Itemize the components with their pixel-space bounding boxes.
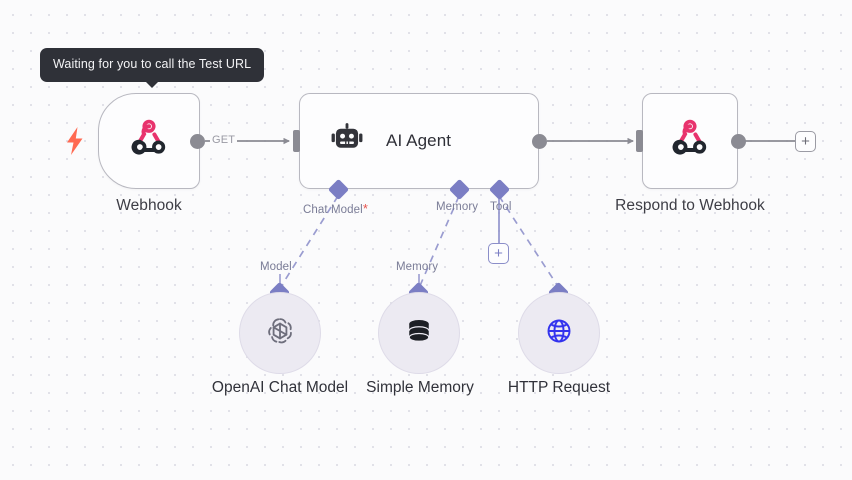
port-label-chat-model: Chat Model* (303, 201, 368, 216)
node-title-openai-chat-model: OpenAI Chat Model (211, 379, 349, 396)
port-label-tool: Tool (490, 201, 512, 213)
port-label-chat-model-text: Chat Model (303, 204, 363, 216)
subport-label-memory: Memory (396, 261, 439, 273)
node-title-ai-agent: AI Agent (386, 131, 452, 150)
tooltip-arrow (145, 80, 160, 88)
connection-method-label: GET (210, 134, 238, 146)
respond-output-port[interactable] (731, 134, 746, 149)
respond-input-port[interactable] (636, 130, 643, 152)
ai-agent-output-port[interactable] (532, 134, 547, 149)
port-label-memory: Memory (436, 201, 479, 213)
subport-label-model: Model (260, 261, 292, 273)
add-next-node-button[interactable]: + (795, 131, 816, 152)
required-asterisk: * (362, 201, 368, 216)
node-title-http-request: HTTP Request (507, 379, 611, 396)
webhook-output-port[interactable] (190, 134, 205, 149)
node-ai-agent[interactable]: AI Agent (299, 93, 539, 189)
node-simple-memory[interactable] (378, 292, 460, 374)
webhook-waiting-tooltip: Waiting for you to call the Test URL (40, 48, 265, 88)
database-stack-icon (401, 313, 437, 354)
node-webhook[interactable] (98, 93, 200, 189)
webhook-icon (669, 118, 711, 165)
lightning-bolt-icon (64, 126, 86, 161)
node-respond-to-webhook[interactable] (642, 93, 738, 189)
node-title-simple-memory: Simple Memory (366, 379, 474, 396)
webhook-icon (128, 118, 170, 165)
add-tool-button[interactable]: + (488, 243, 509, 264)
ai-agent-input-port[interactable] (293, 130, 300, 152)
node-http-request[interactable] (518, 292, 600, 374)
node-title-webhook: Webhook (116, 197, 182, 214)
openai-logo-icon (261, 312, 299, 355)
robot-icon (328, 120, 366, 163)
node-openai-chat-model[interactable] (239, 292, 321, 374)
globe-icon (541, 313, 577, 354)
tooltip-text: Waiting for you to call the Test URL (53, 57, 252, 71)
node-title-respond-to-webhook: Respond to Webhook (615, 197, 765, 214)
